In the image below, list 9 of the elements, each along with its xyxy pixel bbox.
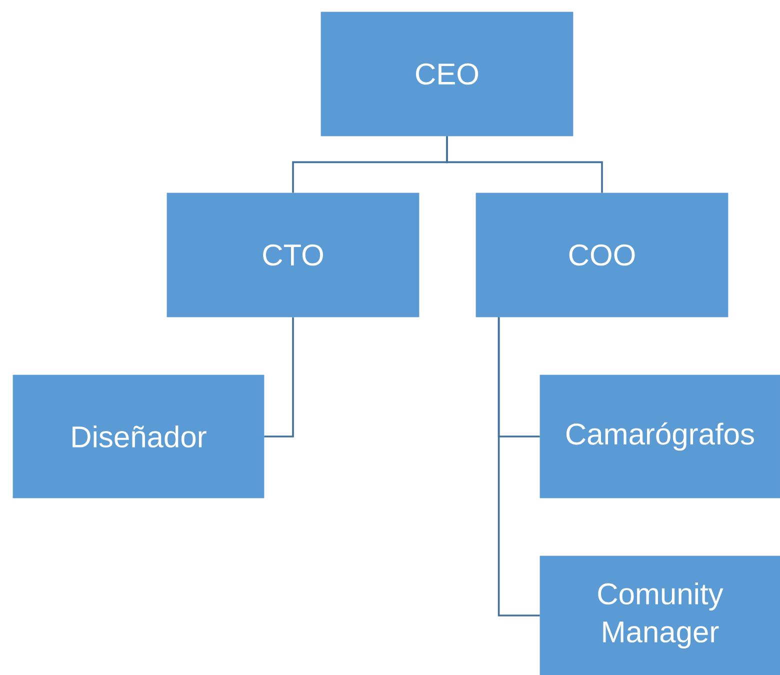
org-box: Diseñador (12, 374, 264, 498)
connector-line (264, 317, 294, 438)
org-box: Comunity Manager (540, 556, 780, 675)
org-box: CEO (320, 12, 574, 136)
connector-line (446, 136, 603, 193)
org-box: CTO (166, 192, 420, 318)
org-box: Camarógrafos (540, 374, 780, 498)
connector-line (498, 317, 540, 616)
org-box: COO (476, 192, 728, 318)
